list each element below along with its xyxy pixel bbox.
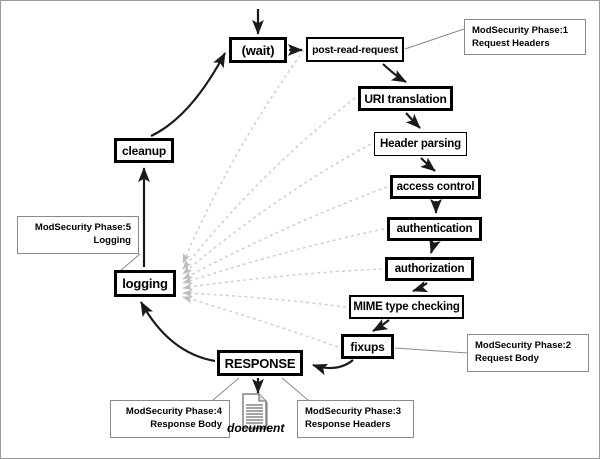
node-authorization[interactable]: authorization <box>385 257 474 281</box>
dashed-mime-to-logging <box>182 289 347 308</box>
arrow-authn-to-authz <box>429 237 441 254</box>
node-response[interactable]: RESPONSE <box>217 350 303 376</box>
node-fixups[interactable]: fixups <box>341 334 394 359</box>
annotation-modsecurity-phase-4: ModSecurity Phase:4 Response Body <box>110 400 230 438</box>
arrow-fixups-to-response <box>312 359 354 376</box>
annotation-phase-3-line-2: Response Headers <box>305 418 391 430</box>
annotation-phase-5-line-2: Logging <box>93 234 131 246</box>
annotation-connector-lines <box>119 28 468 401</box>
dashed-header-to-logging <box>182 143 372 275</box>
dashed-uri-to-logging <box>182 97 356 270</box>
connector-logging-phase5 <box>119 253 141 272</box>
annotation-phase-4-line-1: ModSecurity Phase:4 <box>125 406 222 417</box>
node-logging[interactable]: logging <box>114 270 176 297</box>
dashed-prr-to-logging <box>182 49 305 264</box>
node-authentication[interactable]: authentication <box>387 217 482 241</box>
connector-response-phase3 <box>281 377 309 401</box>
arrow-response-to-logging <box>140 301 216 363</box>
document-label: document <box>227 421 285 435</box>
arrow-mime-to-fixups <box>372 318 390 332</box>
annotation-phase-1-line-2: Request Headers <box>472 37 550 49</box>
arrow-header-to-access <box>420 157 436 172</box>
annotation-phase-5-line-1: ModSecurity Phase:5 <box>34 222 131 233</box>
node-access-control[interactable]: access control <box>390 175 481 199</box>
arrow-prr-to-uri <box>382 63 407 83</box>
annotation-modsecurity-phase-2: ModSecurity Phase:2 Request Body <box>467 334 589 372</box>
node-uri-translation[interactable]: URI translation <box>358 86 453 111</box>
node-post-read-request[interactable]: post-read-request <box>306 37 404 62</box>
annotation-phase-2-line-2: Request Body <box>475 352 539 364</box>
annotation-phase-2-line-1: ModSecurity Phase:2 <box>475 340 572 351</box>
node-wait[interactable]: (wait) <box>229 37 287 63</box>
annotation-phase-3-line-1: ModSecurity Phase:3 <box>305 406 402 417</box>
node-cleanup[interactable]: cleanup <box>114 138 174 163</box>
annotation-modsecurity-phase-5: ModSecurity Phase:5 Logging <box>17 216 139 254</box>
node-header-parsing[interactable]: Header parsing <box>374 132 467 156</box>
arrow-cleanup-to-wait <box>150 52 226 137</box>
connector-response-phase4 <box>212 377 240 401</box>
connector-fixups-phase2 <box>394 347 468 354</box>
solid-flow-arrows <box>138 9 442 394</box>
arrow-authz-to-mime <box>412 280 429 293</box>
dashed-authn-to-logging <box>182 228 385 284</box>
annotation-phase-4-line-2: Response Body <box>150 418 222 430</box>
dashed-logging-arrows <box>182 49 388 348</box>
dashed-authz-to-logging <box>182 268 383 291</box>
dashed-fixups-to-logging <box>182 295 339 348</box>
annotation-phase-1-line-1: ModSecurity Phase:1 <box>472 25 569 36</box>
node-mime-type-checking[interactable]: MIME type checking <box>349 295 464 319</box>
dashed-access-to-logging <box>182 186 388 280</box>
annotation-modsecurity-phase-1: ModSecurity Phase:1 Request Headers <box>464 19 586 55</box>
arrow-uri-to-header <box>405 112 421 129</box>
annotation-modsecurity-phase-3: ModSecurity Phase:3 Response Headers <box>297 400 414 438</box>
document-page-icon <box>242 393 268 430</box>
connector-prr-phase1 <box>404 28 465 50</box>
